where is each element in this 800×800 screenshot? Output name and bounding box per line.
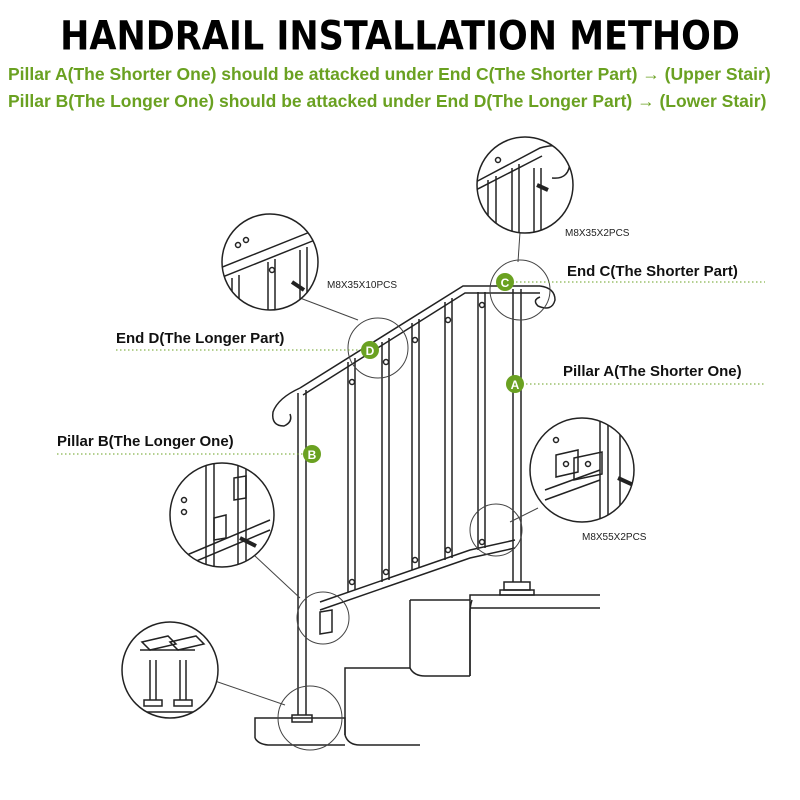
zoom-callout-bracket-b bbox=[169, 462, 275, 568]
zoom-callout-end-c bbox=[476, 136, 574, 234]
hardware-mid-right-text: M8X55X2PCS bbox=[582, 532, 647, 543]
zoom-callout-end-d bbox=[221, 213, 319, 311]
marker-b: B bbox=[303, 445, 321, 463]
svg-text:A: A bbox=[511, 378, 520, 392]
label-end-c: End C(The Shorter Part) bbox=[567, 263, 738, 280]
label-pillar-a: Pillar A(The Shorter One) bbox=[563, 363, 742, 380]
zoom-callout-base-plate bbox=[121, 621, 219, 719]
marker-a: A bbox=[506, 375, 524, 393]
marker-c: C bbox=[496, 273, 514, 291]
leader-lines bbox=[211, 231, 539, 706]
diagram-title: HANDRAIL INSTALLATION METHOD bbox=[60, 14, 740, 60]
highlight-circles bbox=[277, 259, 551, 751]
hardware-top-left-text: M8X35X10PCS bbox=[327, 280, 397, 291]
hardware-top-right-text: M8X35X2PCS bbox=[565, 228, 630, 239]
svg-text:D: D bbox=[366, 344, 375, 358]
marker-d: D bbox=[361, 341, 379, 359]
stairs bbox=[254, 594, 600, 746]
zoom-callout-bracket-a bbox=[529, 417, 635, 523]
instruction-pillar-a: Pillar A(The Shorter One) should be atta… bbox=[8, 64, 771, 84]
svg-text:B: B bbox=[308, 448, 317, 462]
svg-text:C: C bbox=[501, 276, 510, 290]
instruction-pillar-b: Pillar B(The Longer One) should be attac… bbox=[8, 91, 767, 111]
label-end-d: End D(The Longer Part) bbox=[116, 330, 284, 347]
label-pillar-b: Pillar B(The Longer One) bbox=[57, 433, 234, 450]
handrail bbox=[271, 285, 556, 723]
